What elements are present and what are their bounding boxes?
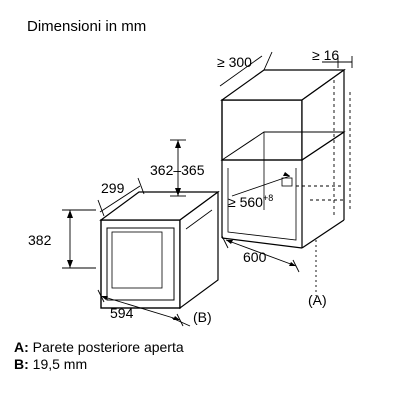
dim-depth-min: ≥ 300: [217, 54, 252, 70]
dim-oven-depth: 299: [101, 180, 125, 196]
label-a: (A): [308, 292, 327, 308]
dim-niche-width: ≥ 560+8: [228, 193, 273, 210]
dim-cabinet-width: 600: [243, 249, 267, 265]
page-title: Dimensioni in mm: [27, 18, 147, 35]
legend-b: B: 19,5 mm: [14, 356, 88, 372]
legend-a: A: Parete posteriore aperta: [14, 339, 184, 355]
cabinet-niche: [220, 68, 351, 296]
dim-oven-height: 382: [28, 232, 52, 248]
dim-oven-width: 594: [110, 305, 134, 321]
dim-niche-height: 362–365: [150, 162, 205, 178]
dim-gap-min: ≥ 16: [312, 47, 339, 63]
label-b: (B): [193, 309, 212, 325]
legend: A: Parete posteriore aperta B: 19,5 mm: [14, 339, 184, 373]
arrow-heads: [67, 140, 296, 320]
oven-appliance: [99, 190, 220, 310]
